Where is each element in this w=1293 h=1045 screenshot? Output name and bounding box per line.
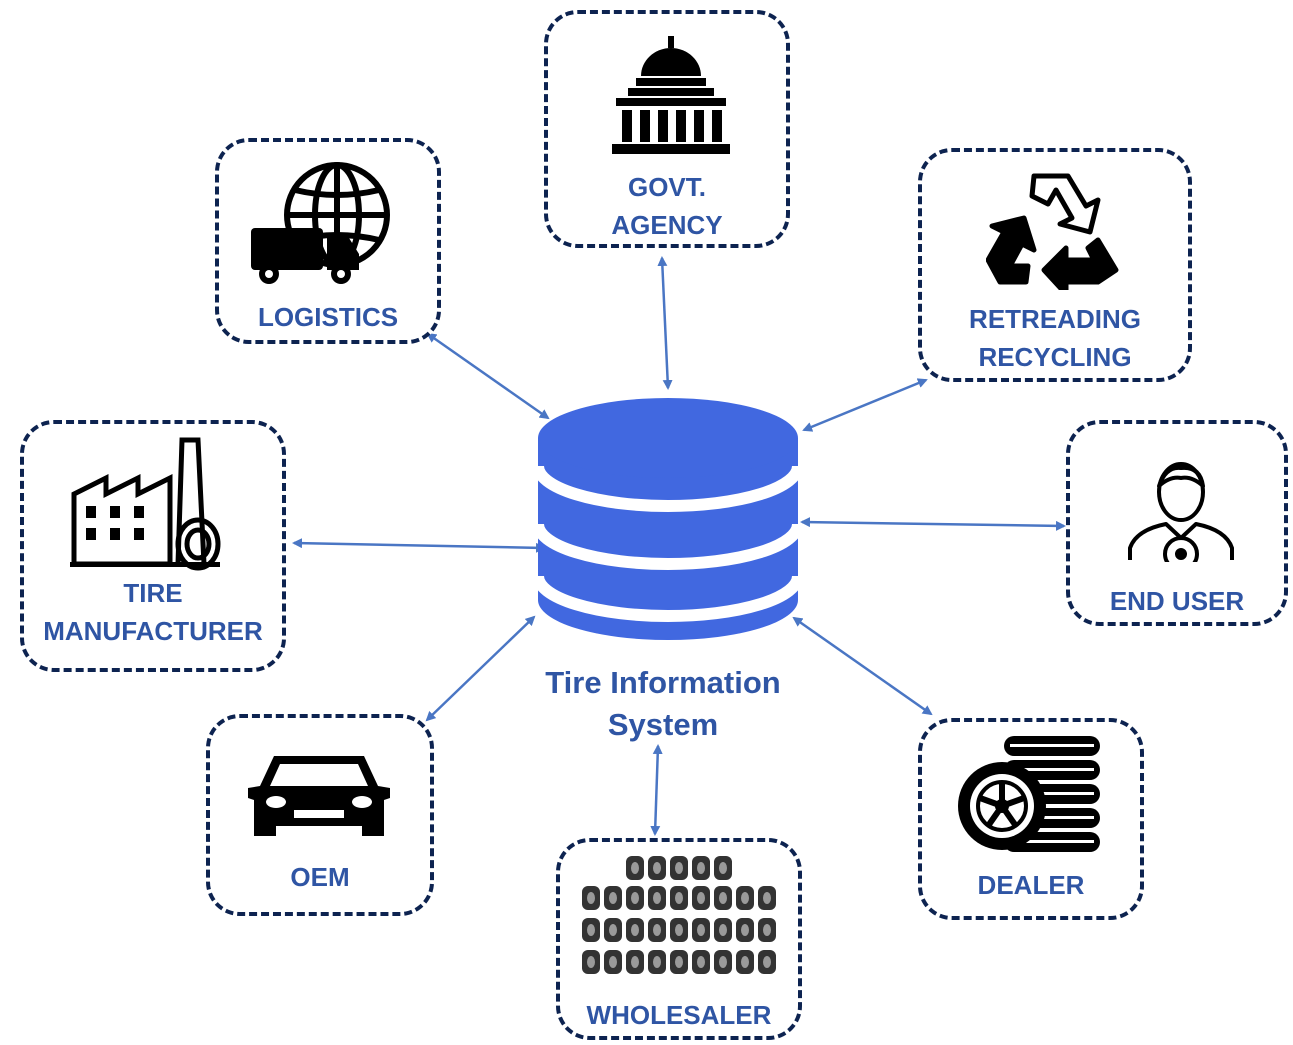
system-title-line1: Tire Information	[545, 665, 781, 700]
node-wholesaler: WHOLESALER	[556, 838, 802, 1040]
catalog-tire-icon	[670, 886, 688, 910]
node-dealer: DEALER	[918, 718, 1144, 920]
recycle-icon	[986, 173, 1119, 290]
catalog-tire-icon	[604, 950, 622, 974]
arrow-oem	[425, 615, 536, 722]
catalog-tire-icon	[758, 950, 776, 974]
catalog-tire-icon	[758, 918, 776, 942]
catalog-tire-icon	[714, 886, 732, 910]
node-retreading-recycling: RETREADING RECYCLING	[918, 148, 1192, 382]
catalog-tire-icon	[736, 950, 754, 974]
catalog-tire-icon	[714, 918, 732, 942]
node-retreading-recycling-label: RETREADING RECYCLING	[969, 304, 1141, 372]
node-tire-manufacturer: TIRE MANUFACTURER	[20, 420, 286, 672]
arrow-wholesaler	[650, 744, 663, 836]
factory-icon	[70, 437, 221, 571]
node-dealer-label: DEALER	[977, 870, 1085, 900]
node-logistics-label: LOGISTICS	[257, 302, 399, 332]
arrow-retreading-recycling	[802, 378, 928, 432]
arrow-logistics	[426, 332, 550, 420]
catalog-tire-icon	[604, 918, 622, 942]
catalog-tire-icon	[582, 918, 600, 942]
node-oem-label: OEM	[290, 862, 350, 892]
catalog-tire-icon	[670, 918, 688, 942]
car-icon	[248, 756, 390, 836]
catalog-tire-icon	[692, 918, 710, 942]
catalog-tire-icon	[582, 886, 600, 910]
catalog-tire-icon	[604, 886, 622, 910]
catalog-tire-icon	[714, 950, 732, 974]
node-wholesaler-label: WHOLESALER	[586, 1000, 772, 1030]
tire-stack-icon	[958, 736, 1100, 852]
catalog-tire-icon	[626, 856, 644, 880]
node-end-user-label: END USER	[1109, 586, 1245, 616]
catalog-tire-icon	[736, 886, 754, 910]
catalog-tire-icon	[626, 886, 644, 910]
catalog-tire-icon	[692, 950, 710, 974]
arrow-end-user	[800, 517, 1066, 531]
catalog-tire-icon	[670, 950, 688, 974]
arrow-tire-manufacturer	[292, 538, 546, 553]
node-oem: OEM	[206, 714, 434, 916]
node-govt-agency-label: GOVT. AGENCY	[611, 172, 723, 240]
catalog-tire-icon	[648, 918, 666, 942]
globe-truck-icon	[251, 162, 390, 284]
driver-icon	[1128, 462, 1234, 562]
government-building-icon	[612, 36, 730, 154]
catalog-tire-icon	[670, 856, 688, 880]
system-title-line2: System	[607, 707, 719, 742]
catalog-tire-icon	[758, 886, 776, 910]
catalog-tire-icon	[626, 918, 644, 942]
catalog-tire-icon	[692, 856, 710, 880]
catalog-tire-icon	[736, 918, 754, 942]
node-logistics: LOGISTICS	[215, 138, 441, 344]
tire-catalog-icon	[582, 856, 776, 974]
arrow-dealer	[792, 616, 933, 716]
node-govt-agency: GOVT. AGENCY	[544, 10, 790, 248]
catalog-tire-icon	[692, 886, 710, 910]
catalog-tire-icon	[714, 856, 732, 880]
system-title: Tire Information System	[518, 662, 808, 746]
node-tire-manufacturer-label: TIRE MANUFACTURER	[43, 578, 263, 646]
catalog-tire-icon	[582, 950, 600, 974]
catalog-tire-icon	[648, 886, 666, 910]
node-end-user: END USER	[1066, 420, 1288, 626]
catalog-tire-icon	[648, 950, 666, 974]
catalog-tire-icon	[626, 950, 644, 974]
catalog-tire-icon	[648, 856, 666, 880]
arrow-govt-agency	[657, 256, 673, 390]
